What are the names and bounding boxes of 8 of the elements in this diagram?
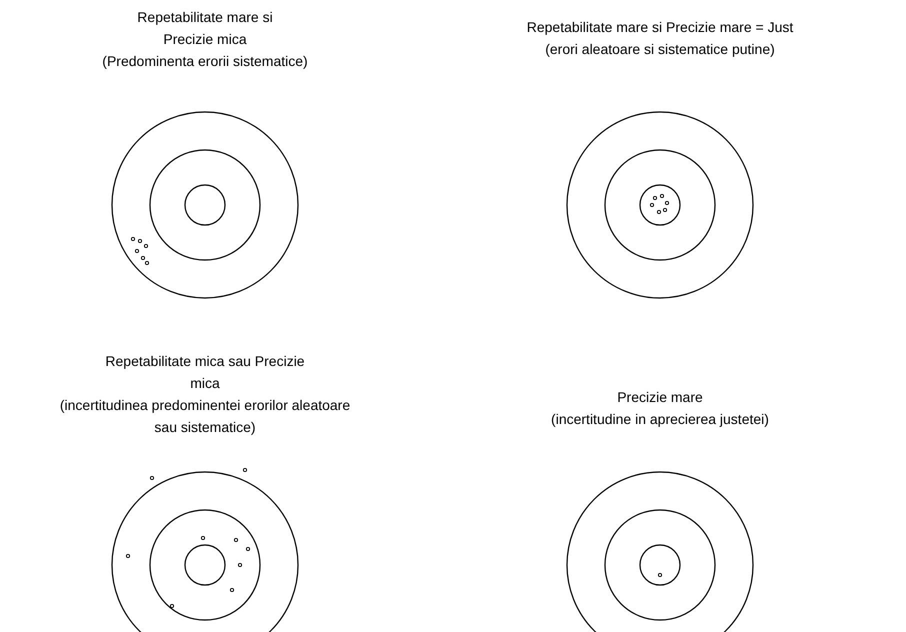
caption-note: (erori aleatoare si sistematice putine) [544,40,776,59]
caption-note: (incertitudinea predominentei erorilor aleatoare sau sistematice) [58,396,352,437]
caption-note: (incertitudine in aprecierea justetei) [550,410,770,429]
caption-heading: Repetabilitate mare si Precizie mica [136,8,274,49]
caption-heading: Precizie mare [616,388,704,407]
caption-heading: Repetabilitate mare si Precizie mare = Just [526,18,794,37]
caption-heading: Repetabilitate mica sau Precizie mica [104,352,306,393]
caption-note: (Predominenta erorii sistematice) [101,52,309,71]
